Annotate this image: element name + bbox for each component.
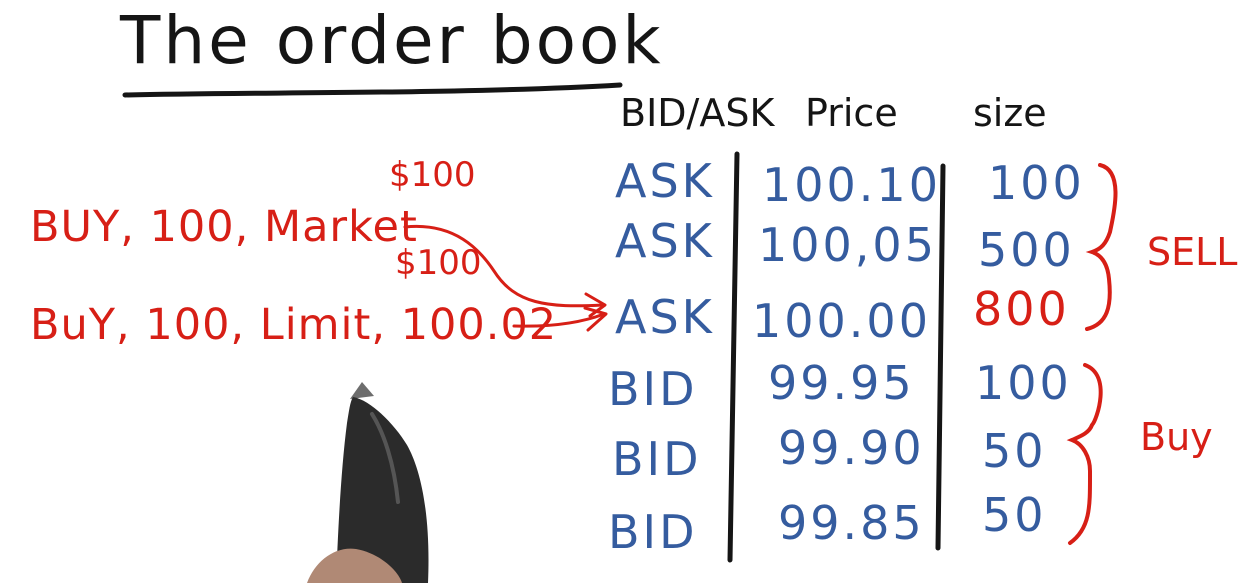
ask-row-2-size: 500 xyxy=(978,223,1075,277)
hand-with-pen xyxy=(307,382,429,583)
page-title: The order book xyxy=(120,2,664,79)
bid-row-3-side: BID xyxy=(608,505,698,559)
market-fill-price: $100 xyxy=(389,155,476,195)
bid-row-1-price: 99.95 xyxy=(768,356,915,410)
pen-tip xyxy=(350,382,374,399)
bid-row-2-price: 99.90 xyxy=(778,421,925,475)
bid-row-2-size: 50 xyxy=(982,424,1047,478)
market-order-arrow xyxy=(403,224,605,308)
limit-fill-price: $100 xyxy=(395,243,482,283)
column-header-price: Price xyxy=(805,91,898,135)
sell-label: SELL xyxy=(1147,230,1238,274)
table-column-divider-left xyxy=(727,151,740,563)
column-header-size: size xyxy=(973,91,1047,135)
limit-order-arrow xyxy=(512,312,606,328)
column-header-bid-ask: BID/ASK xyxy=(620,91,775,135)
finger xyxy=(307,548,402,583)
bid-row-1-side: BID xyxy=(608,362,698,416)
ask-row-2-side: ASK xyxy=(615,214,715,268)
limit-order-label: BuY, 100, Limit, 100.02 xyxy=(30,300,558,350)
limit-order-arrowhead xyxy=(583,306,608,332)
title-underline xyxy=(122,82,623,98)
pen-body xyxy=(336,397,429,583)
buy-bracket xyxy=(1066,363,1103,545)
ask-row-2-price: 100,05 xyxy=(758,218,937,272)
buy-label: Buy xyxy=(1140,415,1213,459)
bid-row-1-size: 100 xyxy=(975,356,1072,410)
sell-bracket xyxy=(1085,163,1118,331)
ask-row-3-price: 100.00 xyxy=(752,294,931,348)
pen-highlight xyxy=(370,412,400,504)
bid-row-3-price: 99.85 xyxy=(778,496,925,550)
ask-row-1-size: 100 xyxy=(988,156,1085,210)
ask-row-3-size: 800 xyxy=(973,282,1070,336)
market-order-label: BUY, 100, Market xyxy=(30,202,418,252)
bid-row-2-side: BID xyxy=(612,432,702,486)
ask-row-3-side: ASK xyxy=(615,290,715,344)
bid-row-3-size: 50 xyxy=(982,488,1047,542)
ask-row-1-price: 100.10 xyxy=(762,158,941,212)
ask-row-1-side: ASK xyxy=(615,154,715,208)
table-column-divider-right xyxy=(935,163,946,551)
